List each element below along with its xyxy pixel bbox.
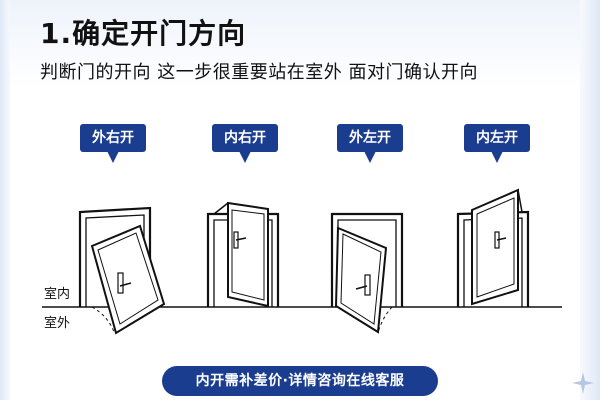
door-outward-right-illustration	[78, 206, 166, 335]
door-leaf-panel	[231, 209, 265, 301]
right-edge-band	[580, 0, 600, 400]
swing-arc	[377, 306, 393, 334]
door-type-outward-left-label: 外左开	[337, 124, 403, 163]
door-inward-right-illustration	[206, 201, 280, 308]
door-type-outward-right-label: 外右开	[80, 124, 146, 163]
door-type-inward-right-label: 内右开	[212, 124, 278, 163]
door-leaf	[227, 201, 269, 308]
door-outward-left-illustration	[330, 212, 404, 334]
indoor-label: 室内	[44, 287, 71, 302]
door-leaf-panel	[476, 197, 515, 298]
price-difference-notice-banner[interactable]: 内开需补差价·详情咨询在线客服	[162, 366, 438, 396]
spark-logo-icon	[572, 372, 594, 394]
outdoor-label: 室外	[44, 316, 71, 331]
page-title: 1.确定开门方向	[40, 17, 247, 50]
door-leaf	[90, 224, 166, 335]
door-frame	[330, 212, 404, 307]
door-leaf	[334, 226, 388, 334]
door-handle	[364, 274, 371, 296]
page-subtitle: 判断门的开向 这一步很重要站在室外 面对门确认开向	[40, 62, 478, 83]
door-type-inward-left-label: 内左开	[464, 124, 530, 163]
swing-arc	[91, 306, 115, 333]
door-leaf-panel	[340, 233, 382, 325]
door-leaf-panel	[97, 232, 159, 325]
door-handle	[117, 272, 124, 294]
left-edge-band	[0, 0, 10, 400]
door-inward-left-illustration	[456, 188, 530, 307]
